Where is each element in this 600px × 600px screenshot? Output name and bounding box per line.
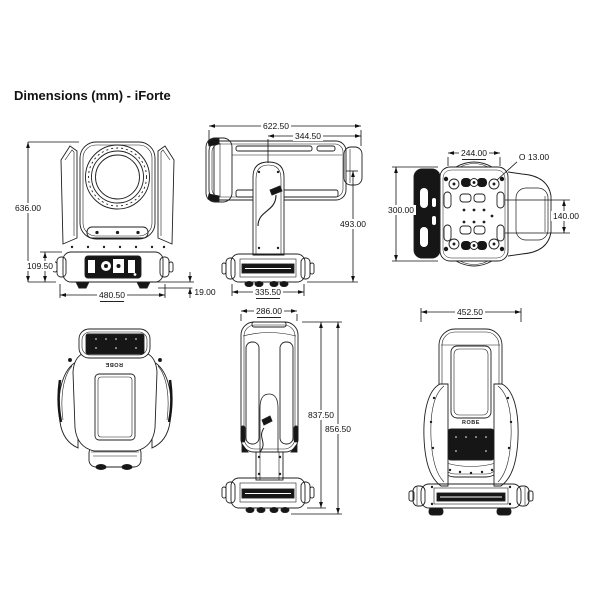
dim-front-base-width: 480.50 (97, 290, 127, 302)
dim-rear-overall-width: 452.50 (455, 307, 485, 319)
dim-side-axis-height: 493.00 (338, 219, 368, 229)
front-view (26, 141, 194, 298)
dim-bottom-hole-spacing: 244.00 (459, 148, 489, 160)
side-view-head-horizontal (205, 124, 363, 296)
dim-front-overall-height: 636.00 (13, 203, 43, 213)
base-bottom-view (392, 151, 570, 267)
brand-logo-rear-view: ROBE (462, 420, 480, 426)
top-view (57, 328, 173, 470)
rear-view-head-up (408, 308, 534, 516)
dim-front-feet-height: 19.00 (192, 287, 218, 297)
dim-sideup-head-depth: 286.00 (254, 306, 284, 318)
dim-bottom-hole-diameter: O 13.00 (516, 152, 552, 162)
dim-front-base-height: 109.50 (25, 261, 55, 271)
dim-sideup-body-height: 837.50 (306, 410, 336, 420)
dim-bottom-base-length: 300.00 (386, 205, 416, 215)
dim-side-axis-to-rear: 344.50 (293, 131, 323, 141)
dim-side-overall-length: 622.50 (261, 121, 291, 131)
page-title: Dimensions (mm) - iForte (14, 88, 171, 103)
dim-bottom-slot-spacing: 140.00 (551, 211, 581, 221)
dim-sideup-total-height: 856.50 (323, 424, 353, 434)
side-view-head-up (221, 309, 342, 515)
dim-side-base-depth: 335.50 (253, 287, 283, 299)
brand-logo-top-view: ROBE (105, 361, 123, 367)
